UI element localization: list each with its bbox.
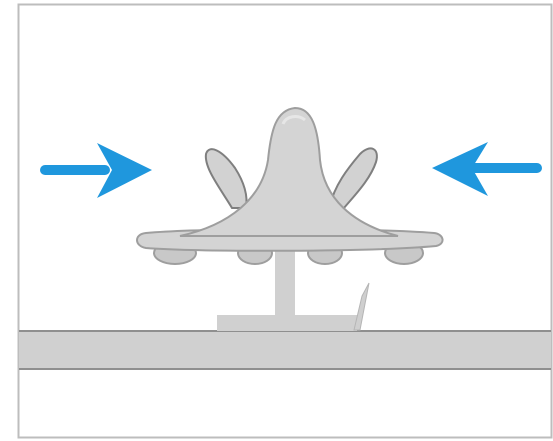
- side-wings: [204, 147, 378, 210]
- mount-base: [217, 315, 357, 331]
- left-arrow-shaft: [40, 165, 110, 175]
- left-arrow-head: [97, 143, 152, 198]
- retaining-clip: [353, 282, 370, 331]
- right-wing: [328, 147, 378, 210]
- right-arrow-head: [432, 142, 488, 196]
- central-dome: [179, 106, 399, 237]
- dome-highlight: [281, 115, 306, 125]
- right-arrow-shaft: [470, 163, 542, 173]
- right-arrow: [432, 142, 542, 196]
- base-rail: [19, 331, 551, 369]
- stem: [275, 250, 295, 316]
- left-wing: [204, 148, 248, 209]
- left-arrow: [40, 143, 152, 198]
